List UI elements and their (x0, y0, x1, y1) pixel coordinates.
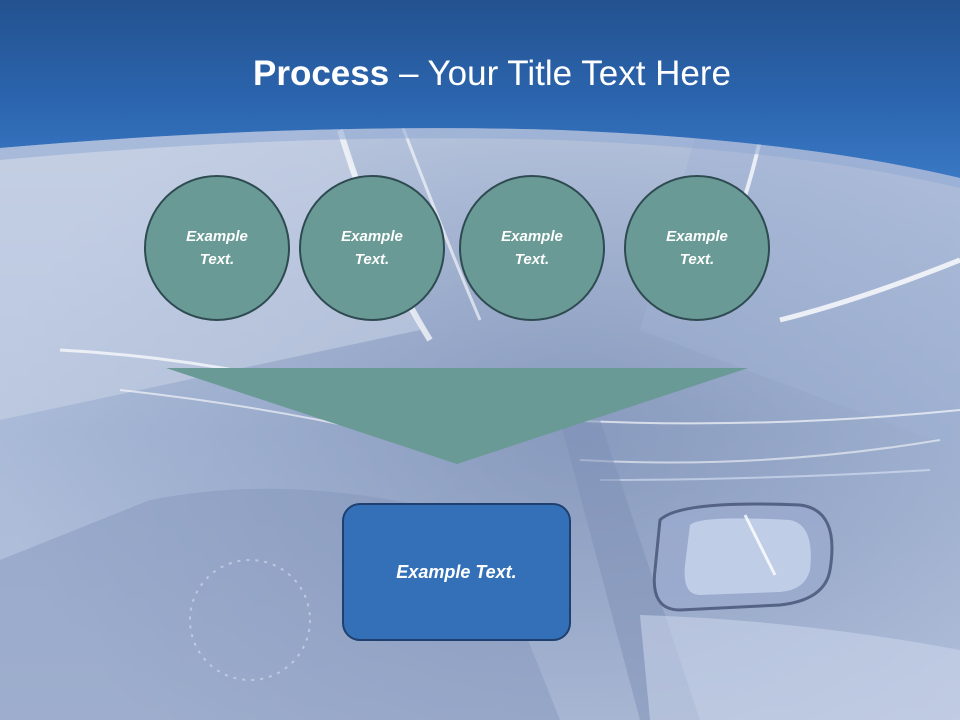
process-step-4[interactable]: Example Text. (624, 175, 770, 321)
process-step-2[interactable]: Example Text. (299, 175, 445, 321)
process-step-label: Example Text. (501, 228, 563, 268)
slide-title: Process – Your Title Text Here (0, 52, 960, 96)
process-step-label: Example Text. (186, 228, 248, 268)
title-bold-text: Process (253, 54, 390, 93)
process-step-label: Example Text. (666, 228, 728, 268)
title-rest-text: – Your Title Text Here (389, 54, 731, 93)
result-label: Example Text. (396, 561, 517, 582)
process-step-3[interactable]: Example Text. (459, 175, 605, 321)
result-box[interactable]: Example Text. (342, 503, 571, 641)
process-step-label: Example Text. (341, 228, 403, 268)
process-step-1[interactable]: Example Text. (144, 175, 290, 321)
